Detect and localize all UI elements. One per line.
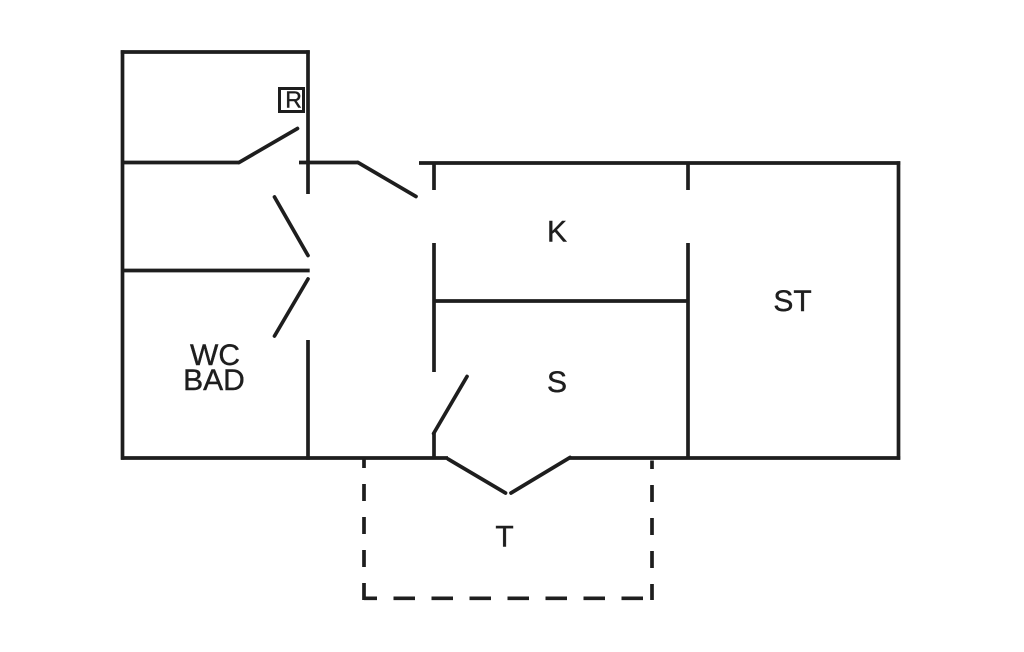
- svg-text:WC: WC: [190, 339, 240, 372]
- svg-text:ST: ST: [773, 285, 811, 318]
- svg-text:K: K: [547, 216, 567, 249]
- svg-text:R: R: [285, 87, 302, 113]
- svg-text:S: S: [547, 366, 567, 399]
- svg-text:BAD: BAD: [183, 364, 245, 397]
- svg-text:T: T: [495, 521, 513, 554]
